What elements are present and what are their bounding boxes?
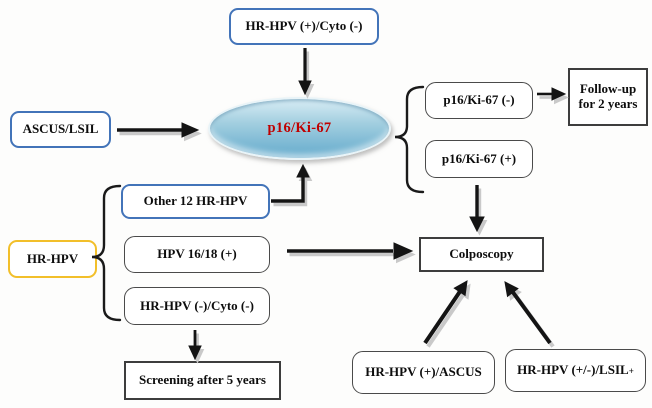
arrow-ascus-to-ellipse	[117, 122, 202, 142]
node-followup-2-years: Follow-up for 2 years	[568, 68, 648, 126]
node-p16-ki67-negative: p16/Ki-67 (-)	[425, 82, 533, 119]
node-hrhpv-neg-cyto-neg: HR-HPV (-)/Cyto (-)	[124, 287, 270, 325]
arrow-hrhpvneg-to-screening	[188, 330, 205, 364]
node-hrhpv-lsil-label: HR-HPV (+/-)/LSIL	[517, 362, 629, 378]
node-hpv-16-18-positive: HPV 16/18 (+)	[124, 236, 270, 273]
node-hrhpv-pos-cyto-neg: HR-HPV (+)/Cyto (-)	[229, 8, 379, 45]
arrow-top-to-ellipse	[298, 48, 315, 99]
node-hrhpv-lsil-plus: HR-HPV (+/-)/LSIL+	[505, 349, 646, 392]
brace-p16-outcomes	[394, 85, 425, 194]
node-hrhpv-pos-ascus: HR-HPV (+)/ASCUS	[352, 351, 495, 394]
node-other-12-hrhpv: Other 12 HR-HPV	[121, 184, 270, 219]
node-colposcopy: Colposcopy	[419, 237, 544, 272]
node-hrhpv: HR-HPV	[8, 240, 97, 278]
arrow-hpv1618-to-colposcopy	[287, 242, 416, 264]
arrow-hrhpvascus-to-colposcopy	[423, 280, 471, 348]
arrow-other12-to-ellipse	[271, 163, 313, 207]
node-p16-ki67-ellipse: p16/Ki-67	[208, 97, 391, 160]
node-screening-5-years: Screening after 5 years	[124, 361, 281, 400]
arrow-p16neg-to-followup	[537, 87, 569, 105]
arrow-p16pos-to-colposcopy	[469, 185, 488, 236]
arrow-hrhpvlsil-to-colposcopy	[504, 281, 555, 348]
node-ascus-lsil: ASCUS/LSIL	[10, 111, 111, 148]
node-p16-ki67-positive: p16/Ki-67 (+)	[425, 140, 533, 178]
